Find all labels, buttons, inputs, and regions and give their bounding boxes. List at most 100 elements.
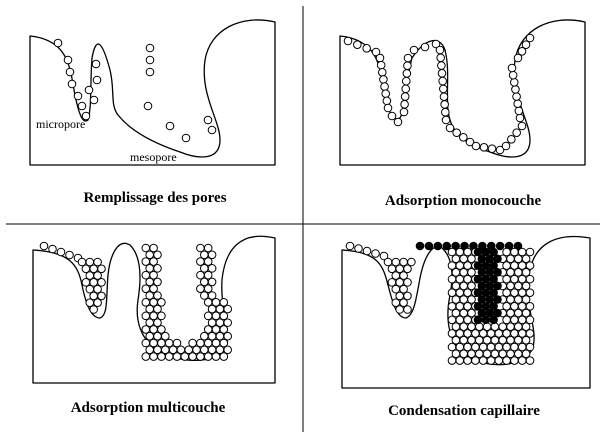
- panel-3-caption: Adsorption multicouche: [71, 400, 226, 416]
- adsorbed-molecule: [452, 350, 460, 358]
- adsorbed-molecule: [456, 248, 464, 256]
- adsorbed-molecule: [154, 292, 162, 300]
- adsorbed-molecule: [85, 86, 93, 94]
- adsorbed-molecule: [382, 90, 390, 98]
- adsorbed-molecule: [468, 309, 476, 317]
- adsorbed-molecule: [453, 129, 461, 137]
- adsorbed-molecule: [514, 100, 522, 108]
- adsorbed-molecule: [421, 43, 429, 51]
- condensed-molecule: [474, 289, 482, 297]
- condensed-molecule: [478, 269, 486, 277]
- adsorbed-molecule: [224, 319, 232, 327]
- adsorbed-molecule: [189, 353, 197, 361]
- adsorbed-molecule: [86, 299, 94, 307]
- adsorbed-molecule: [185, 346, 193, 354]
- adsorbed-molecule: [499, 350, 507, 358]
- adsorbed-molecule: [204, 326, 212, 334]
- adsorbed-molecule: [220, 312, 228, 320]
- adsorbed-molecule: [518, 330, 526, 338]
- adsorbed-molecule: [363, 45, 371, 53]
- adsorbed-molecule: [146, 305, 154, 313]
- adsorbed-molecule: [509, 71, 517, 79]
- condensed-molecule: [474, 316, 482, 324]
- adsorbed-molecule: [456, 343, 464, 351]
- adsorbed-molecule: [193, 346, 201, 354]
- adsorbed-molecule: [378, 68, 386, 76]
- adsorbed-molecule: [526, 34, 534, 42]
- adsorbed-molecule: [456, 302, 464, 310]
- adsorbed-molecule: [384, 258, 392, 266]
- adsorbed-molecule: [522, 255, 530, 263]
- adsorbed-molecule: [86, 285, 94, 293]
- adsorbed-molecule: [515, 323, 523, 331]
- adsorbed-molecule: [201, 251, 209, 259]
- condensed-molecule: [486, 255, 494, 263]
- condensed-molecule: [490, 248, 498, 256]
- adsorbed-molecule: [518, 302, 526, 310]
- adsorbed-molecule: [204, 298, 212, 306]
- adsorbed-molecule: [150, 298, 158, 306]
- adsorbed-molecule: [515, 336, 523, 344]
- adsorbed-molecule: [404, 62, 412, 70]
- adsorbed-molecule: [448, 357, 456, 365]
- condensed-molecule: [486, 296, 494, 304]
- adsorbed-molecule: [392, 272, 400, 280]
- adsorbed-molecule: [460, 336, 468, 344]
- condensed-molecule: [478, 309, 486, 317]
- condensed-molecule: [416, 242, 424, 250]
- adsorbed-molecule: [154, 251, 162, 259]
- adsorbed-molecule: [377, 61, 385, 69]
- adsorbed-molecule: [460, 269, 468, 277]
- adsorbed-molecule: [142, 326, 150, 334]
- adsorbed-molecule: [197, 285, 205, 293]
- adsorbed-molecule: [201, 332, 209, 340]
- adsorbed-molecule: [511, 343, 519, 351]
- adsorbed-molecule: [201, 265, 209, 273]
- adsorbed-molecule: [495, 357, 503, 365]
- adsorbed-molecule: [150, 353, 158, 361]
- adsorbed-molecule: [392, 285, 400, 293]
- adsorbed-molecule: [472, 142, 480, 150]
- adsorbed-molecule: [212, 326, 220, 334]
- condensed-molecule: [425, 242, 433, 250]
- adsorbed-molecule: [381, 83, 389, 91]
- adsorbed-molecule: [383, 97, 391, 105]
- adsorbed-molecule: [464, 302, 472, 310]
- adsorbed-molecule: [197, 339, 205, 347]
- adsorbed-molecule: [476, 336, 484, 344]
- adsorbed-molecule: [491, 350, 499, 358]
- adsorbed-molecule: [487, 343, 495, 351]
- adsorbed-molecule: [212, 353, 220, 361]
- adsorbed-molecule: [165, 353, 173, 361]
- adsorbed-molecule: [460, 350, 468, 358]
- adsorbed-molecule: [448, 302, 456, 310]
- adsorbed-molecule: [526, 343, 534, 351]
- adsorbed-molecule: [511, 330, 519, 338]
- adsorbed-molecule: [78, 258, 86, 266]
- adsorbed-molecule: [154, 305, 162, 313]
- adsorbed-molecule: [201, 278, 209, 286]
- condensed-molecule: [474, 262, 482, 270]
- adsorbed-molecule: [507, 323, 515, 331]
- adsorbed-molecule: [507, 282, 515, 290]
- adsorbed-molecule: [515, 350, 523, 358]
- adsorbed-molecule: [511, 248, 519, 256]
- adsorbed-molecule: [452, 282, 460, 290]
- adsorbed-molecule: [146, 319, 154, 327]
- adsorbed-molecule: [98, 292, 106, 300]
- condensed-molecule: [490, 275, 498, 283]
- adsorbed-molecule: [518, 357, 526, 365]
- adsorbed-molecule: [448, 343, 456, 351]
- adsorbed-molecule: [480, 144, 488, 152]
- adsorbed-molecule: [204, 116, 212, 124]
- panel-1-surface: [30, 20, 275, 165]
- panel-2-caption: Adsorption monocouche: [385, 193, 542, 209]
- condensed-molecule: [490, 316, 498, 324]
- adsorbed-molecule: [388, 112, 396, 120]
- adsorbed-molecule: [448, 275, 456, 283]
- adsorbed-molecule: [146, 251, 154, 259]
- adsorbed-molecule: [54, 39, 62, 47]
- adsorbed-molecule: [208, 305, 216, 313]
- adsorbed-molecule: [181, 353, 189, 361]
